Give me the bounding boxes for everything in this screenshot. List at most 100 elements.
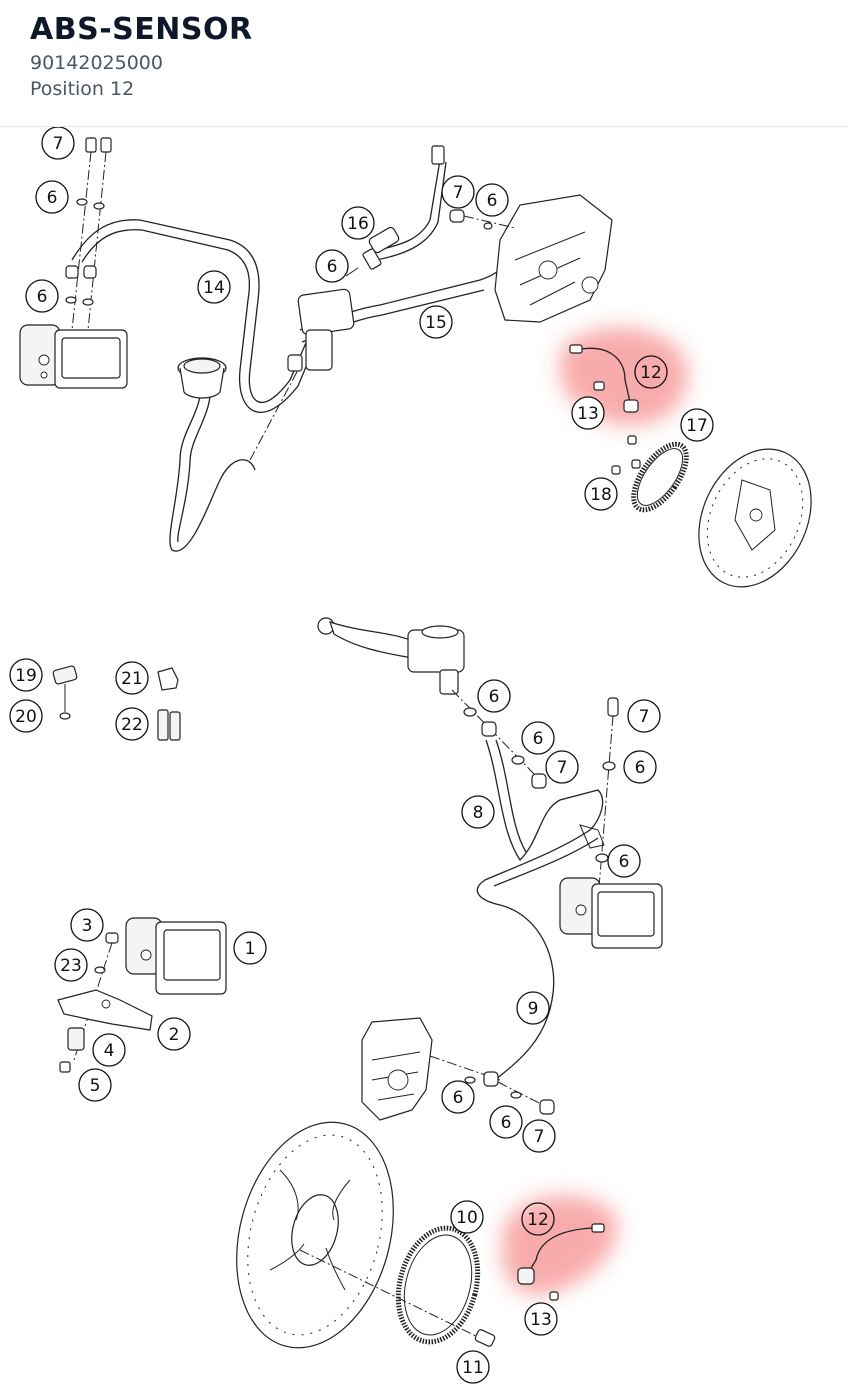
callout-label: 2: [169, 1025, 180, 1045]
callout-top-7-6[interactable]: 7: [441, 175, 475, 209]
callout-top-16-4[interactable]: 16: [341, 206, 375, 240]
callout-label: 6: [619, 852, 630, 872]
part-title: ABS-SENSOR: [30, 12, 253, 47]
master-cylinder-top: [287, 288, 355, 372]
callout-bottom-11-24[interactable]: 11: [456, 1350, 490, 1384]
callout-label: 6: [533, 729, 544, 749]
callout-top-18-12[interactable]: 18: [584, 477, 618, 511]
pad-22: [157, 709, 181, 741]
callout-bottom-6-19[interactable]: 6: [489, 1105, 523, 1139]
callout-bottom-2-14[interactable]: 2: [157, 1017, 191, 1051]
callout-bottom-10-21[interactable]: 10: [450, 1200, 484, 1234]
callout-bottom-22-3[interactable]: 22: [115, 707, 149, 741]
abs-unit-bottom-left: [125, 917, 227, 995]
brake-disc-top: [698, 448, 812, 588]
bracket-assembly: [57, 932, 153, 1073]
callout-bottom-8-9[interactable]: 8: [461, 795, 495, 829]
callout-top-6-7[interactable]: 6: [475, 183, 509, 217]
callout-top-6-5[interactable]: 6: [315, 249, 349, 283]
callout-top-7-0[interactable]: 7: [41, 127, 75, 160]
callout-label: 5: [90, 1076, 101, 1096]
callout-label: 6: [453, 1088, 464, 1108]
callout-bottom-13-23[interactable]: 13: [524, 1302, 558, 1336]
callout-bottom-1-13[interactable]: 1: [233, 931, 267, 965]
callout-bottom-20-1[interactable]: 20: [9, 699, 43, 733]
callout-label: 9: [528, 999, 539, 1019]
banjo-bolts-mid: [451, 689, 619, 901]
callout-bottom-9-17[interactable]: 9: [516, 991, 550, 1025]
abs-sensor-bottom[interactable]: [517, 1223, 605, 1285]
callout-label: 7: [534, 1127, 545, 1147]
callout-label: 7: [453, 183, 464, 203]
callout-bottom-12-22[interactable]: 12: [521, 1202, 555, 1236]
callout-label: 21: [121, 669, 143, 689]
callout-label: 4: [104, 1041, 115, 1061]
callout-top-17-11[interactable]: 17: [680, 408, 714, 442]
callout-label: 6: [487, 191, 498, 211]
callout-bottom-3-11[interactable]: 3: [70, 908, 104, 942]
bolts-top-left: [65, 137, 112, 331]
part-position: Position 12: [30, 78, 135, 100]
callout-bottom-6-10[interactable]: 6: [607, 844, 641, 878]
callout-bottom-5-16[interactable]: 5: [78, 1068, 112, 1102]
callout-label: 6: [47, 188, 58, 208]
callout-label: 6: [489, 687, 500, 707]
callout-bottom-7-20[interactable]: 7: [522, 1119, 556, 1153]
callout-label: 10: [456, 1208, 478, 1228]
callout-label: 18: [590, 485, 612, 505]
callout-label: 1: [245, 939, 256, 959]
callout-label: 7: [639, 707, 650, 727]
callout-label: 16: [347, 214, 369, 234]
callout-label: 11: [462, 1358, 484, 1378]
callout-bottom-21-2[interactable]: 21: [115, 661, 149, 695]
callout-label: 7: [53, 134, 64, 154]
callout-top-15-8[interactable]: 15: [419, 305, 453, 339]
banjo-fitting-16: [345, 145, 445, 277]
brake-disc-bottom: [236, 1121, 394, 1349]
brake-lever: [317, 617, 465, 695]
abs-sensor-top[interactable]: [569, 344, 639, 413]
bolt-20: [59, 684, 71, 720]
callout-label: 14: [203, 278, 225, 298]
callout-label: 19: [15, 666, 37, 686]
clip-19: [52, 665, 78, 685]
callout-label: 6: [327, 257, 338, 277]
callout-label: 12: [640, 363, 662, 383]
callout-bottom-23-12[interactable]: 23: [54, 948, 88, 982]
brake-fluid-reservoir: [177, 357, 227, 399]
callout-top-6-1[interactable]: 6: [35, 180, 69, 214]
callout-label: 6: [37, 287, 48, 307]
callout-label: 8: [473, 803, 484, 823]
brake-lines-bottom: [476, 739, 605, 1081]
abs-unit-top: [19, 324, 128, 389]
screw-13-bottom: [549, 1291, 559, 1301]
callout-label: 3: [82, 916, 93, 936]
tone-ring-17: [631, 441, 689, 513]
brake-caliper-bottom: [361, 1017, 555, 1121]
callout-label: 7: [557, 758, 568, 778]
clip-21: [157, 667, 179, 691]
tone-ring-10: [299, 1225, 496, 1347]
callout-bottom-6-18[interactable]: 6: [441, 1080, 475, 1114]
callout-bottom-7-7[interactable]: 7: [545, 750, 579, 784]
callout-top-12-9[interactable]: 12: [634, 355, 668, 389]
callout-label: 6: [635, 758, 646, 778]
abs-unit-bottom-right: [559, 877, 663, 949]
callout-bottom-7-5[interactable]: 7: [627, 699, 661, 733]
callout-bottom-6-6[interactable]: 6: [521, 721, 555, 755]
callout-label: 20: [15, 707, 37, 727]
callout-top-14-3[interactable]: 14: [197, 270, 231, 304]
page-header: ABS-SENSOR 90142025000 Position 12: [0, 0, 848, 127]
callout-top-13-10[interactable]: 13: [571, 396, 605, 430]
callout-bottom-4-15[interactable]: 4: [92, 1033, 126, 1067]
callout-top-6-2[interactable]: 6: [25, 279, 59, 313]
brake-caliper-top: [449, 194, 613, 323]
brake-lines-top: [71, 159, 503, 552]
callout-bottom-19-0[interactable]: 19: [9, 658, 43, 692]
callout-label: 12: [527, 1210, 549, 1230]
callout-label: 6: [501, 1113, 512, 1133]
screw-13-top: [593, 381, 605, 391]
callout-bottom-6-8[interactable]: 6: [623, 750, 657, 784]
callout-bottom-6-4[interactable]: 6: [477, 679, 511, 713]
